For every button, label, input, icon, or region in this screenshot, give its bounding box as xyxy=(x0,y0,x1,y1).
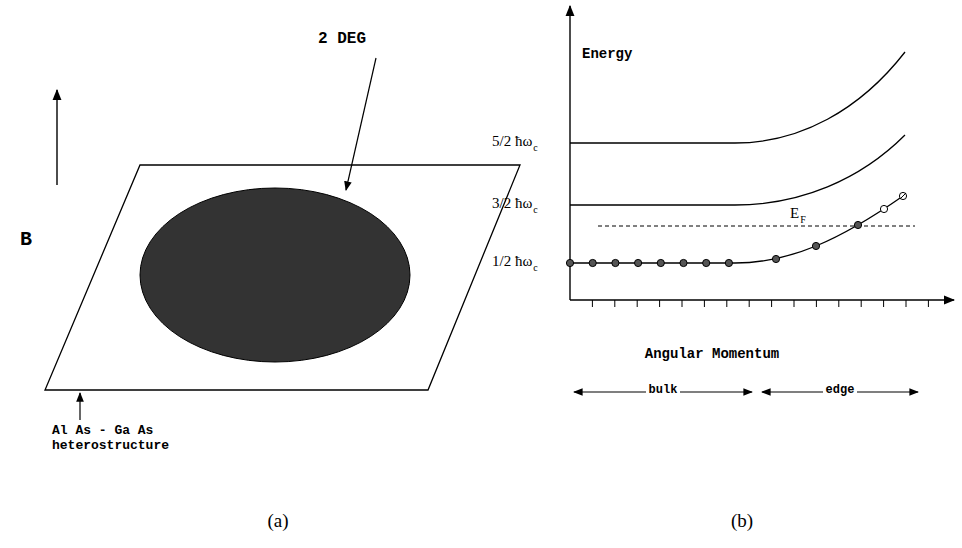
axis-tick xyxy=(816,300,817,307)
empty-state xyxy=(880,205,887,212)
axis-tick xyxy=(592,300,593,307)
landau-level xyxy=(570,196,903,263)
subscript: c xyxy=(533,204,537,216)
occupied-state xyxy=(635,259,642,266)
subscript: F xyxy=(800,214,806,226)
panel-label: (a) xyxy=(267,510,288,532)
axis-tick xyxy=(906,300,907,307)
level-label: 1/2 ħω xyxy=(492,253,532,270)
axis-tick xyxy=(659,300,660,307)
empty-state xyxy=(899,192,906,199)
energy-axis xyxy=(569,6,570,300)
axis-tick xyxy=(771,300,772,307)
axis-tick xyxy=(637,300,638,307)
level-label: 5/2 ħω xyxy=(492,133,532,150)
region-label: bulk xyxy=(646,384,681,398)
region-label: edge xyxy=(823,384,858,398)
subscript: c xyxy=(533,262,537,274)
occupied-state xyxy=(589,259,596,266)
occupied-state xyxy=(680,259,687,266)
landau-level xyxy=(570,52,905,143)
axis-tick xyxy=(614,300,615,307)
axis-tick xyxy=(883,300,884,307)
subscript: c xyxy=(533,142,537,154)
occupied-state xyxy=(725,259,732,266)
momentum-axis xyxy=(570,299,954,300)
field-label: B xyxy=(20,228,32,251)
leader-arrow xyxy=(346,58,376,190)
occupied-state xyxy=(566,259,573,266)
axis-tick xyxy=(682,300,683,307)
landau-level xyxy=(570,135,905,205)
axis-tick xyxy=(928,300,929,307)
axis-tick xyxy=(861,300,862,307)
level-label: 3/2 ħω xyxy=(492,195,532,212)
axis-tick xyxy=(749,300,750,307)
occupied-state xyxy=(703,259,710,266)
leader-arrow xyxy=(79,393,80,420)
occupied-state xyxy=(812,242,819,249)
occupied-state xyxy=(854,221,861,228)
occupied-state xyxy=(772,255,779,262)
axis-tick xyxy=(704,300,705,307)
axis-tick xyxy=(794,300,795,307)
field-arrow xyxy=(56,90,57,185)
axis-ticks xyxy=(592,300,928,307)
fermi-level xyxy=(598,226,915,227)
occupied-state xyxy=(612,259,619,266)
axis-tick xyxy=(726,300,727,307)
empty-state xyxy=(900,193,906,199)
part-label: 2 DEG xyxy=(318,30,366,48)
occupied-states xyxy=(566,221,861,266)
part-label: Al As - Ga As heterostructure xyxy=(52,424,180,454)
electron-gas-disc xyxy=(140,188,410,362)
panel-label: (b) xyxy=(731,510,753,532)
heterostructure-plane xyxy=(45,165,520,390)
occupied-state xyxy=(657,259,664,266)
axis-tick xyxy=(838,300,839,307)
fermi-label: E xyxy=(790,205,799,222)
axis-label: Angular Momentum xyxy=(645,346,779,362)
axis-label: Energy xyxy=(582,46,632,62)
